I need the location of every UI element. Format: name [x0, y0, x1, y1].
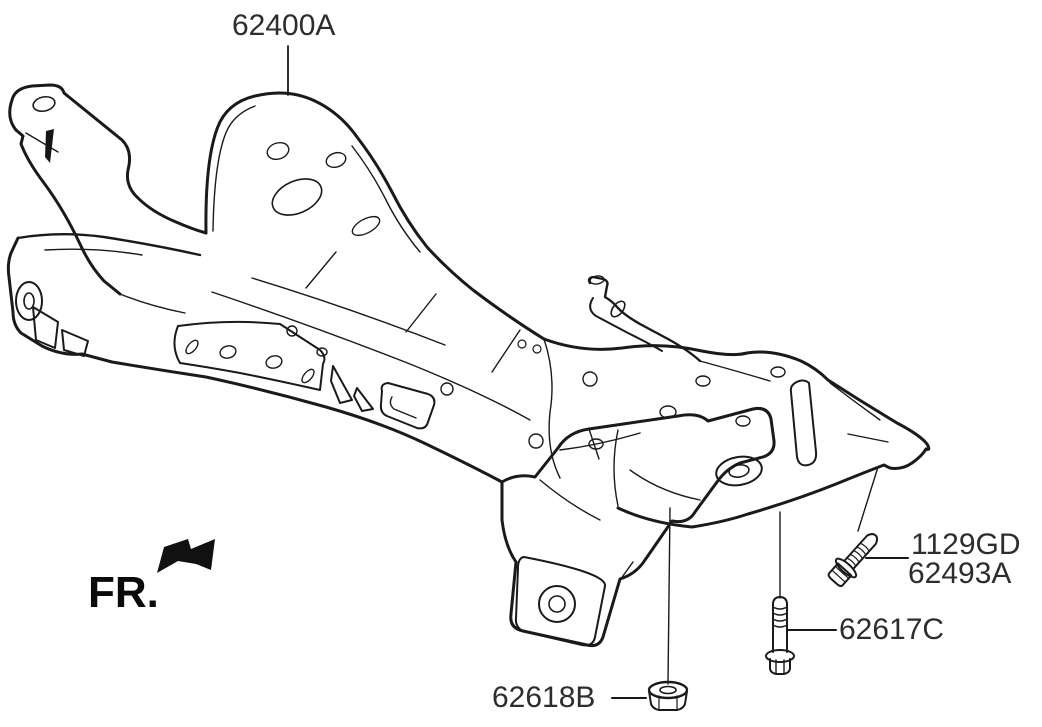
callout-1129GD[interactable]: 1129GD — [911, 528, 1021, 561]
fr-direction-arrow-icon — [157, 539, 215, 573]
bolt-62617c-icon — [765, 596, 795, 675]
beam-pocket — [379, 382, 436, 430]
front-direction-label: FR. — [88, 568, 159, 617]
hump-outline — [204, 91, 546, 341]
callout-62617C[interactable]: 62617C — [839, 613, 945, 646]
callout-62493A[interactable]: 62493A — [908, 557, 1012, 590]
tower-shadow-wedge — [45, 129, 54, 163]
bracket-bushing-outer — [538, 585, 576, 623]
left-bushing-hole — [23, 292, 35, 310]
right-bushing-outer — [715, 455, 763, 487]
tower-arm-outer-edge — [14, 128, 122, 296]
left-bushing-outer — [15, 281, 43, 321]
bolt-1129gd-62493a-icon — [827, 533, 879, 588]
right-wing-top — [542, 337, 931, 451]
callout-62400A[interactable]: 62400A — [232, 9, 336, 42]
leader-62618B-from-part — [667, 507, 671, 685]
callout-62618B[interactable]: 62618B — [492, 681, 596, 714]
leader-1129GD-from-part — [857, 466, 879, 532]
hump-large-hole — [271, 178, 323, 216]
nut-62618b-icon — [647, 680, 689, 711]
right-rib — [789, 379, 818, 467]
front-bracket — [173, 320, 326, 391]
right-bushing-hole — [728, 464, 750, 478]
right-wing-underside — [616, 447, 928, 529]
beam-bottom-edge — [6, 236, 504, 484]
crossmember-drawing — [6, 83, 931, 648]
leader-lines — [287, 45, 909, 699]
pipe-fitting-drawing — [587, 275, 702, 363]
bracket-bushing-hole — [548, 595, 566, 613]
tower-mount-hole — [32, 95, 56, 113]
